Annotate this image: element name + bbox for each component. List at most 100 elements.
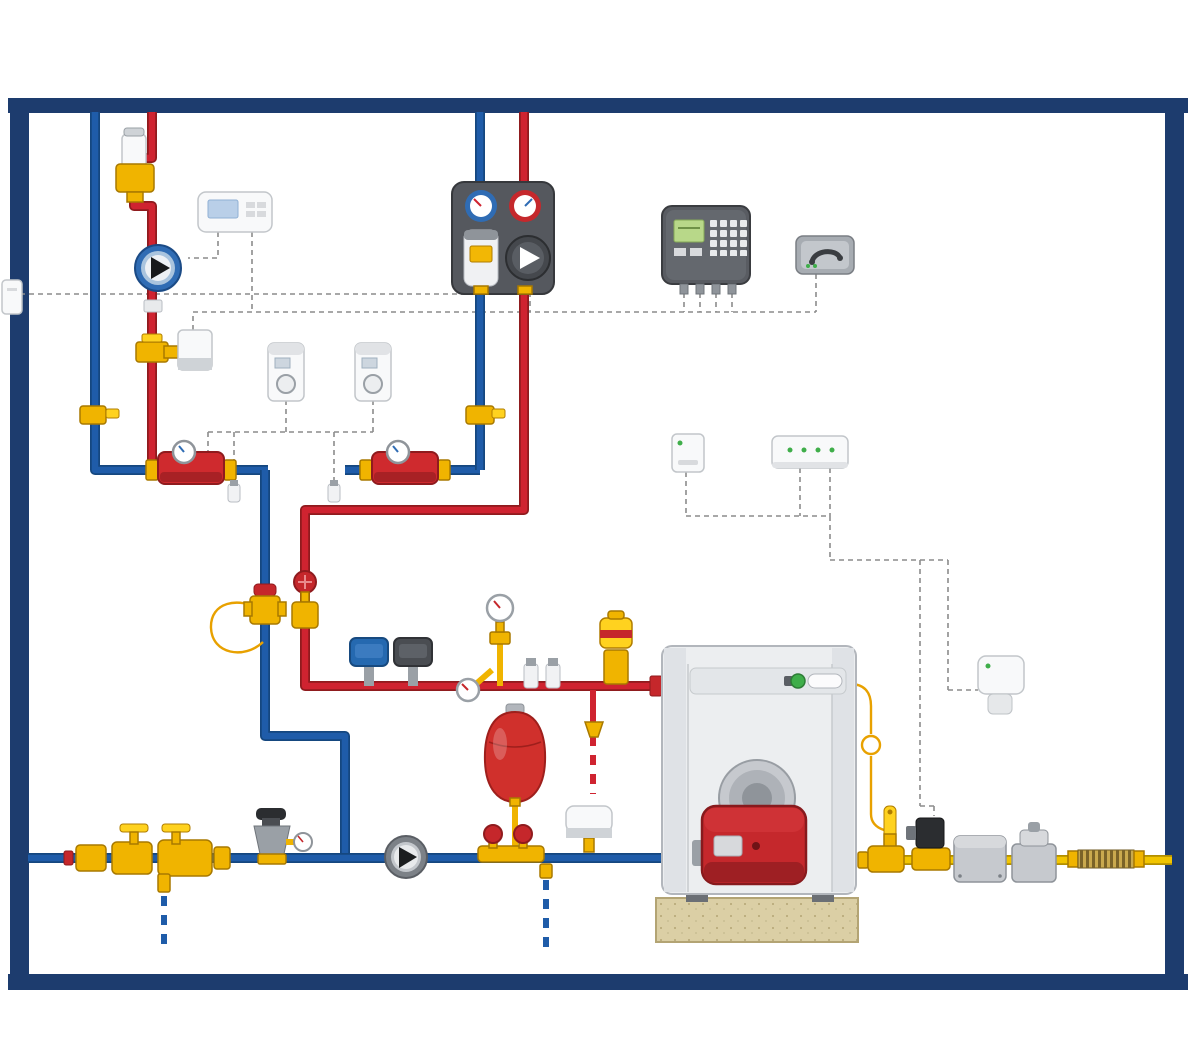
assembly-union (213, 846, 231, 870)
tank-nipple (509, 797, 521, 807)
gas-flex-hose (1067, 849, 1145, 869)
allocator-cap (268, 343, 304, 355)
hot-ball-valve (135, 333, 169, 363)
control-unit-screen (673, 219, 705, 243)
gas-train (857, 805, 1145, 883)
sensor-pocket-2 (545, 663, 561, 689)
gas-valve-body (867, 845, 905, 873)
phone-handset-ear (809, 259, 815, 265)
burner-base-band (704, 862, 804, 882)
wall-bottom (8, 974, 1188, 990)
thermostat-face (355, 644, 383, 658)
flue-sensor-base (987, 693, 1013, 715)
assembly-handle-1 (119, 823, 149, 833)
boiler-side-right (832, 648, 854, 892)
room-controller (197, 191, 273, 233)
phone-module (795, 235, 855, 275)
loop-handwheel-2 (513, 824, 533, 844)
mixing-valve-cap (253, 583, 277, 597)
valve-body (79, 405, 107, 425)
room-frame (8, 98, 1188, 990)
gauge-nub (495, 621, 505, 633)
meter-needle (178, 445, 185, 453)
valve-body (135, 341, 169, 363)
led-1 (787, 447, 793, 453)
phone-led-2 (813, 264, 817, 268)
led-module (771, 435, 849, 469)
tank-highlight (493, 728, 507, 760)
valve-handle (141, 333, 163, 343)
wired-sensor-2-cap (330, 480, 338, 486)
filling-air-vent-unit (115, 127, 155, 203)
meter-union-right (223, 459, 237, 481)
valve-body (291, 601, 319, 629)
mixing-valve-nut-left (243, 601, 253, 617)
wired-sensor-1-cap (230, 480, 238, 486)
led-3 (815, 447, 821, 453)
fill-valve-nut (126, 191, 144, 203)
wired-sensor-2 (327, 483, 341, 503)
air-vent-cap (607, 610, 625, 620)
solenoid-connector (906, 826, 916, 840)
boiler-display (807, 673, 843, 689)
mixing-valve-capillary (209, 601, 264, 654)
shutoff-valve (291, 570, 319, 629)
control-unit-pin-1 (679, 283, 689, 295)
controller-button-4 (257, 211, 266, 217)
immersion-thermostat-gray (393, 637, 433, 686)
burner-sight-glass (752, 842, 760, 850)
controller-display (207, 199, 239, 219)
heat-meter-2 (359, 439, 451, 485)
led-module-base (772, 462, 848, 468)
reducer-cap (256, 808, 286, 820)
pressure-gauge-needle (493, 600, 501, 609)
wall-right (1165, 98, 1184, 990)
cost-allocator-1 (267, 342, 305, 402)
meter-union-left (359, 459, 373, 481)
tank-vessel (483, 710, 547, 804)
reducer-cone (253, 825, 291, 855)
allocator-dial (276, 374, 296, 394)
gauge-hot-needle (524, 198, 533, 207)
sensor-box-led (677, 440, 683, 446)
station-nut-left (473, 285, 489, 295)
control-unit-button-2 (690, 248, 702, 256)
phone-handset-mouth (837, 255, 843, 261)
loop-body (477, 845, 545, 863)
circulator-pump-lower (384, 835, 428, 879)
gauge-tee (489, 631, 511, 645)
solenoid-body (911, 847, 951, 871)
flex-fitting-right (1133, 850, 1145, 868)
gauge-cold-needle (473, 198, 482, 207)
discharge-funnel (583, 721, 605, 738)
station-pump-white-top (464, 230, 498, 240)
gas-filter-lid (954, 836, 1006, 848)
gas-union-boiler (857, 851, 869, 869)
auto-air-vent-safety (583, 610, 663, 738)
dirt-filter (163, 329, 213, 371)
assembly-body-3 (157, 839, 213, 877)
filter-union (163, 345, 179, 359)
flue-sensor-led (985, 663, 991, 669)
solenoid-coil (915, 817, 945, 849)
heat-meter-1 (145, 439, 237, 485)
station-nut-right (517, 285, 533, 295)
gas-filter-bolt-1 (958, 874, 962, 878)
regulator-dome (1019, 829, 1049, 847)
wiring-right (685, 468, 978, 816)
allocator-dial (363, 374, 383, 394)
canister-stub (583, 837, 595, 853)
controller-button-2 (257, 202, 266, 208)
boiler-inlet-flange (649, 675, 663, 697)
wall-top (8, 98, 1188, 113)
reducer-base (257, 853, 287, 865)
sensor-box-slot (678, 460, 698, 465)
assembly-stem-2 (171, 831, 181, 845)
thermostat-stem (408, 664, 418, 686)
drain-fitting (539, 863, 553, 879)
control-unit-button-1 (674, 248, 686, 256)
controller-button-1 (246, 202, 255, 208)
circulator-pump-upper (134, 244, 182, 292)
expansion-tank (483, 703, 547, 850)
